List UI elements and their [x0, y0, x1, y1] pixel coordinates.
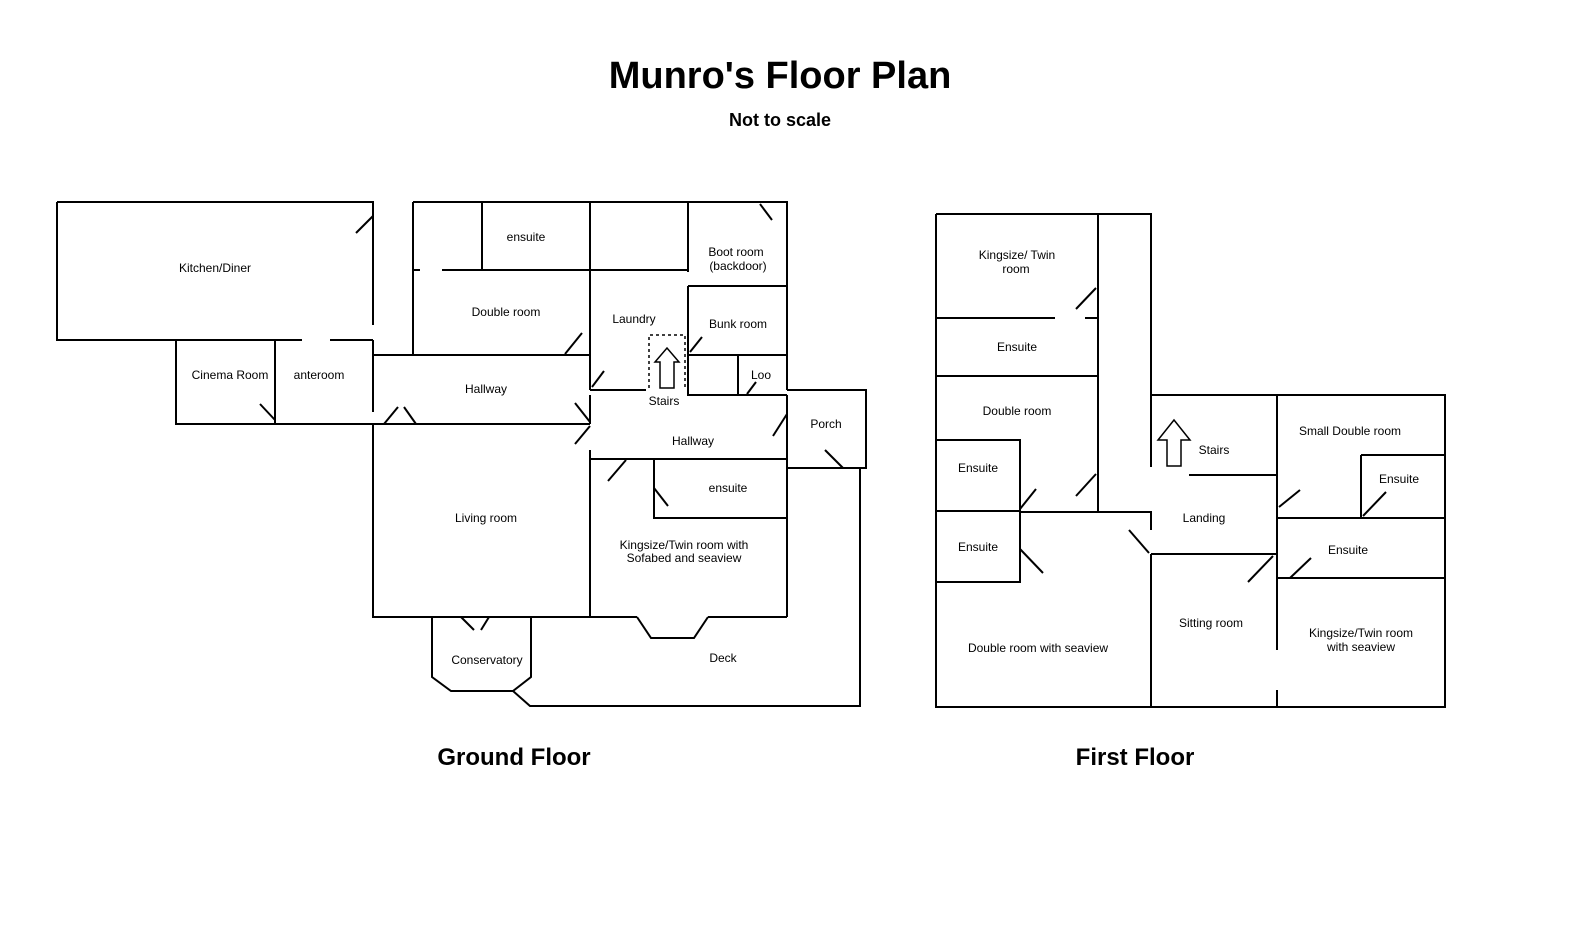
door-loo	[746, 381, 757, 395]
ff-room-double-seaview: Double room with seaview	[968, 641, 1108, 655]
room-loo: Loo	[751, 368, 771, 382]
room-stairs: Stairs	[649, 394, 680, 408]
door-ensuite-mid	[653, 487, 669, 507]
wall-bay	[636, 616, 709, 639]
ground-floor-walls	[56, 201, 867, 707]
room-hallway-left: Hallway	[465, 382, 507, 396]
wall-ff-kingsize	[936, 317, 1098, 377]
first-floor-walls	[935, 213, 1446, 708]
ff-room-ensuite-c: Ensuite	[958, 540, 998, 554]
ff-room-kingsize-line1: Kingsize/ Twin	[979, 248, 1055, 262]
room-anteroom: anteroom	[294, 368, 345, 382]
door-double-room	[564, 332, 583, 355]
room-ensuite-mid: ensuite	[709, 481, 748, 495]
room-porch: Porch	[810, 417, 841, 431]
ground-floor-label: Ground Floor	[437, 744, 591, 771]
ff-room-ensuite-b: Ensuite	[958, 461, 998, 475]
room-conservatory: Conservatory	[451, 653, 522, 667]
wall-upper-block	[412, 201, 788, 396]
wall-ff-outer-left	[935, 213, 1152, 708]
door-ff-ensuite-d	[1362, 491, 1387, 517]
door-conservatory-1	[460, 616, 475, 631]
room-hallway-right: Hallway	[672, 434, 714, 448]
page-title: Munro's Floor Plan	[608, 55, 952, 97]
ff-room-small-double: Small Double room	[1299, 424, 1401, 438]
door-hallway-2	[403, 406, 417, 425]
room-laundry: Laundry	[612, 312, 655, 326]
room-kingsize-line2: Sofabed and seaview	[627, 551, 742, 565]
door-kingsize	[607, 459, 627, 482]
first-floor-label: First Floor	[1075, 744, 1195, 771]
room-kingsize-line1: Kingsize/Twin room with	[620, 538, 749, 552]
door-ff-landing	[1128, 529, 1150, 554]
door-cinema	[259, 403, 276, 421]
door-hallway-3	[574, 402, 591, 423]
door-ff-ensuite-c	[1019, 548, 1044, 574]
door-boot-room	[759, 203, 773, 221]
door-ff-ensuite-e	[1289, 557, 1312, 579]
ff-room-double: Double room	[983, 404, 1052, 418]
room-boot-room-line2: (backdoor)	[709, 259, 766, 273]
wall-hallway-right	[589, 389, 788, 617]
stairs-outline	[648, 334, 686, 388]
ff-room-ensuite-a: Ensuite	[997, 340, 1037, 354]
door-bunk	[689, 336, 703, 353]
ff-room-landing: Landing	[1183, 511, 1226, 525]
room-bunk: Bunk room	[709, 317, 767, 331]
wall-ensuite-mid	[653, 459, 787, 519]
wall-ff-right	[1277, 454, 1445, 579]
door-ff-kingsize	[1075, 287, 1097, 310]
door-porch	[824, 449, 844, 469]
door-hallway-right	[772, 413, 788, 437]
door-hallway-1	[383, 406, 399, 425]
ff-room-kingsize-seaview-line2: with seaview	[1326, 640, 1395, 654]
room-living: Living room	[455, 511, 517, 525]
wall-cinema	[175, 340, 373, 425]
ff-stairs-arrow-icon	[1156, 418, 1192, 467]
wall-conservatory	[431, 617, 532, 692]
wall-ff-landing	[1151, 395, 1278, 707]
ff-room-ensuite-d: Ensuite	[1379, 472, 1419, 486]
door-kitchen	[355, 215, 374, 234]
ff-room-kingsize-seaview-line1: Kingsize/Twin room	[1309, 626, 1413, 640]
wall-ff-stairs	[1098, 394, 1446, 708]
door-laundry	[591, 370, 605, 388]
ground-floor-labels: Kitchen/Diner Cinema Room anteroom ensui…	[179, 230, 842, 667]
wall-kitchen	[56, 201, 374, 380]
room-double: Double room	[472, 305, 541, 319]
wall-deck	[512, 468, 861, 707]
room-boot-room-line1: Boot room	[708, 245, 763, 259]
page-subtitle: Not to scale	[728, 110, 832, 130]
door-conservatory-2	[480, 616, 490, 631]
door-ff-double	[1075, 473, 1097, 497]
room-deck: Deck	[709, 651, 737, 665]
door-ff-sitting	[1247, 555, 1274, 583]
ff-room-sitting: Sitting room	[1179, 616, 1243, 630]
door-ff-ensuite-b	[1019, 488, 1037, 510]
ff-room-ensuite-e: Ensuite	[1328, 543, 1368, 557]
wall-porch	[787, 389, 867, 469]
ff-room-kingsize-line2: room	[1002, 262, 1029, 276]
stairs-arrow-icon	[653, 346, 681, 389]
door-ff-small-double	[1278, 489, 1301, 508]
first-floor-labels: Kingsize/ Twin room Ensuite Double room …	[958, 248, 1419, 655]
room-ensuite-top: ensuite	[507, 230, 546, 244]
room-kitchen-diner: Kitchen/Diner	[179, 261, 251, 275]
room-cinema: Cinema Room	[192, 368, 269, 382]
ff-room-stairs: Stairs	[1199, 443, 1230, 457]
wall-living	[372, 424, 787, 618]
door-hallway-4	[574, 425, 591, 445]
